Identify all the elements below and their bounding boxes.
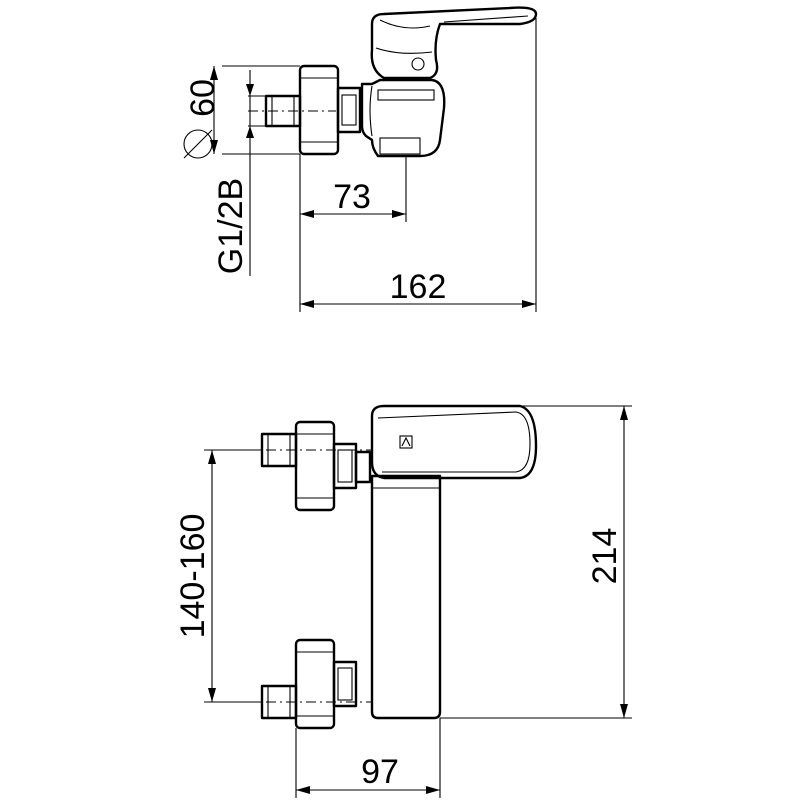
diameter-symbol [183,129,213,159]
dimension-top-diameter: 60 [184,79,222,117]
front-view [246,404,538,730]
side-mixer-body [360,78,446,158]
dimension-top-depth: 73 [333,178,371,216]
dimension-height: 214 [586,528,624,585]
dimension-width: 97 [361,753,399,791]
side-nut [336,86,362,134]
brand-logo-icon [399,435,413,449]
side-inlet-connector [264,94,302,128]
side-wall-flange [298,64,340,156]
dimension-thread: G1/2B [212,178,250,274]
front-view-dimensions: 140-160 214 97 [174,405,632,798]
side-lever-handle [370,6,538,80]
dimension-spacing: 140-160 [174,514,212,639]
front-lever-handle [370,404,538,480]
front-mixer-body [370,474,442,720]
side-view [248,6,538,158]
dimension-top-total: 162 [390,268,447,306]
front-lower-flange [294,638,336,730]
side-view-dimensions: 60 G1/2B 73 162 [183,18,537,312]
front-upper-flange [294,420,336,512]
